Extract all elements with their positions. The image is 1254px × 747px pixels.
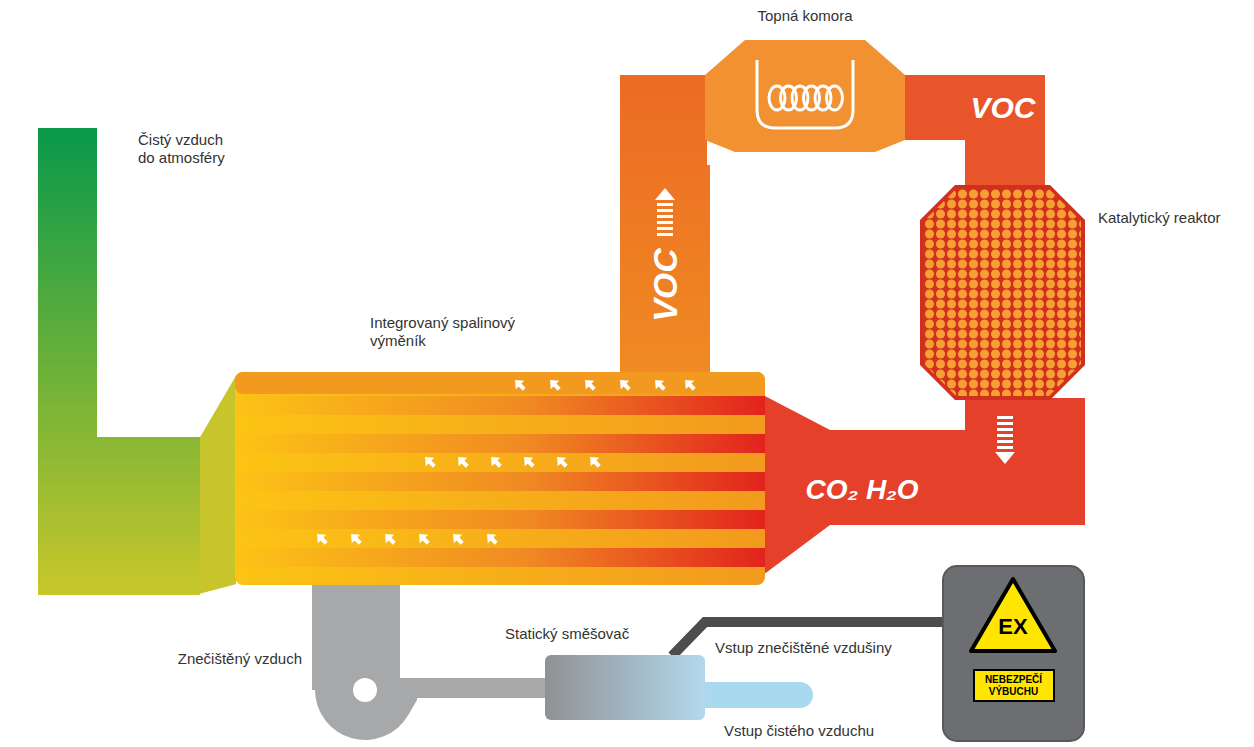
flue-gas-duct — [763, 395, 1085, 575]
flow-arrow — [520, 453, 538, 471]
flow-arrow — [487, 453, 505, 471]
hot-channel — [235, 548, 765, 567]
hot-channel — [235, 472, 765, 491]
flow-arrow — [995, 416, 1015, 464]
heating-chamber-shape — [705, 40, 905, 152]
flow-arrow — [651, 376, 669, 394]
node-label: Znečištěný vzduch — [152, 650, 302, 668]
hot-channel — [235, 396, 765, 415]
flow-arrow — [553, 453, 571, 471]
static-mixer: Statický směšovač — [545, 655, 705, 720]
chimney: Čistý vzduch do atmosféry — [38, 128, 200, 595]
fan-outlet — [312, 583, 400, 602]
node-label: Integrovaný spalinový výměník — [370, 314, 540, 350]
chimney-shape — [38, 128, 200, 595]
static-mixer-shape — [545, 655, 705, 720]
reactor-body — [920, 185, 1085, 400]
edge-label: Vstup znečištěné vzdušiny — [715, 639, 892, 657]
edge-label: VOC — [648, 248, 682, 322]
polluted-air-pipe — [672, 622, 943, 656]
heater-coil — [769, 86, 843, 110]
edge-label: VOC — [970, 93, 1035, 123]
flow-arrow — [511, 376, 529, 394]
heater-bracket — [757, 60, 853, 128]
chimney-duct — [38, 128, 200, 595]
voc-duct — [620, 75, 710, 374]
explosion-hazard-source: EX NEBEZPEČÍ VÝBUCHU — [942, 565, 1085, 742]
flow-arrow — [449, 530, 467, 548]
hazard-housing — [943, 566, 1084, 741]
edge-label: CO₂ H₂O — [805, 476, 918, 504]
flow-arrow — [421, 453, 439, 471]
fan-hub — [353, 678, 377, 702]
explosion-hazard-source-shape — [942, 565, 1085, 742]
node-note: NEBEZPEČÍ VÝBUCHU — [973, 669, 1055, 702]
clean-air-inlet-pipe — [705, 682, 813, 708]
heat-exchanger: Integrovaný spalinový výměník — [235, 372, 765, 585]
inlet-label: Vstup čistého vzduchu — [724, 722, 874, 740]
node-label: EX — [983, 616, 1043, 638]
mixer-body — [545, 655, 705, 720]
flow-arrow — [313, 530, 331, 548]
flow-arrow — [483, 530, 501, 548]
hot-channel — [235, 434, 765, 453]
flow-arrow — [347, 530, 365, 548]
catalytic-reactor-shape — [920, 185, 1085, 400]
flow-arrow — [586, 453, 604, 471]
node-label: Statický směšovač — [505, 625, 629, 643]
catalytic-reactor: Katalytický reaktor — [920, 185, 1085, 400]
voc-duct — [903, 75, 1045, 187]
flow-arrow — [581, 376, 599, 394]
air-pipe — [411, 678, 547, 698]
node-label: Katalytický reaktor — [1098, 209, 1221, 227]
exchanger-top-band — [235, 372, 765, 394]
fan-shape — [312, 600, 417, 740]
heat-exchanger-shape — [235, 372, 765, 585]
outlet-transition — [199, 372, 237, 595]
flow-arrow — [655, 188, 675, 236]
flow-arrow — [546, 376, 564, 394]
hot-channel — [235, 510, 765, 529]
catalyst-bed — [924, 189, 1081, 396]
node-label: Topná komora — [705, 7, 905, 25]
flow-arrow — [381, 530, 399, 548]
heating-chamber: Topná komora — [705, 40, 905, 152]
flow-arrow — [454, 453, 472, 471]
node-label: Čistý vzduch do atmosféry — [138, 131, 238, 167]
warning-triangle — [971, 579, 1055, 651]
flow-arrow — [681, 376, 699, 394]
fan: Znečištěný vzduch — [312, 600, 417, 740]
flow-arrow — [415, 530, 433, 548]
exchanger-body — [235, 372, 765, 585]
chamber-body — [705, 40, 905, 152]
fan-housing — [312, 600, 417, 740]
flow-arrow — [616, 376, 634, 394]
